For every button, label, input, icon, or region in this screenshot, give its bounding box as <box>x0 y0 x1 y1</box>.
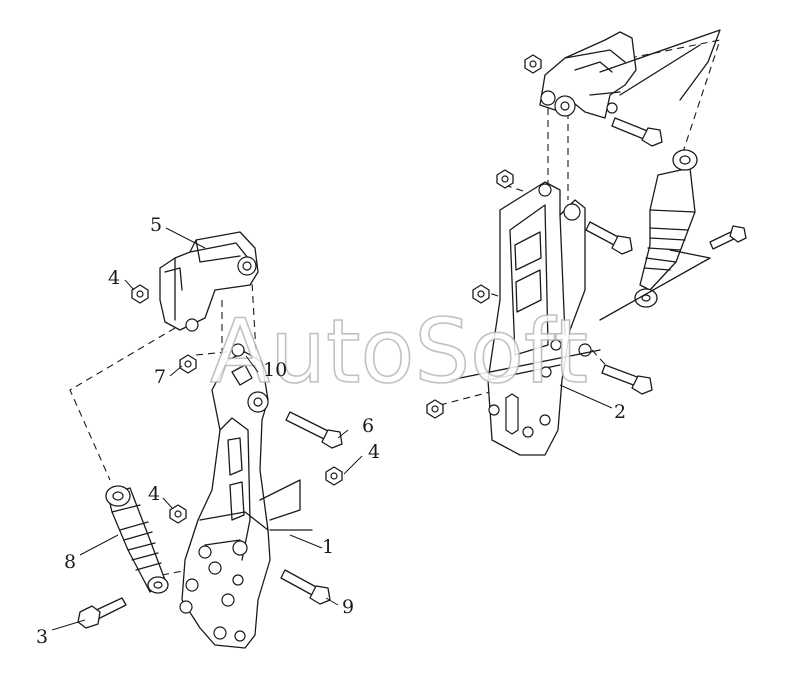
left-nuts <box>131 284 343 524</box>
leader-lines <box>51 227 613 631</box>
callout-numbers: 5 4 7 10 6 4 4 8 1 9 3 2 <box>36 214 626 648</box>
callout-10: 10 <box>263 359 287 381</box>
left-bracket-part-1 <box>179 343 271 649</box>
callout-6: 6 <box>362 415 374 437</box>
left-latch-part-5 <box>159 231 259 332</box>
right-shock-absorber <box>634 149 698 308</box>
right-nuts <box>426 169 514 419</box>
callout-4-right: 4 <box>368 441 380 463</box>
watermark-text: AutoSoft <box>210 300 588 403</box>
right-latch <box>524 31 637 119</box>
callout-5: 5 <box>150 214 162 236</box>
callout-7: 7 <box>154 366 166 388</box>
right-bracket-part-2 <box>487 181 592 456</box>
callout-3: 3 <box>36 626 48 648</box>
callout-1: 1 <box>322 536 334 558</box>
right-construction-lines <box>449 29 721 381</box>
callout-8: 8 <box>64 551 76 573</box>
right-bolts <box>585 117 747 395</box>
left-shock-absorber-part-8 <box>105 485 169 594</box>
callout-9: 9 <box>342 596 354 618</box>
callout-4-lower: 4 <box>148 483 160 505</box>
left-bolts <box>77 411 343 629</box>
left-construction-lines <box>259 479 313 531</box>
callout-2: 2 <box>614 401 626 423</box>
callout-4-upper: 4 <box>108 267 120 289</box>
